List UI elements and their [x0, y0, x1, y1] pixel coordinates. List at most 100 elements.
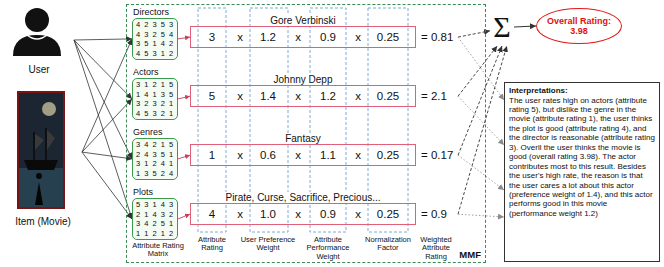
connector — [458, 96, 504, 145]
matrix-row: 1 1 2 1 2 — [133, 229, 177, 239]
factor-value: 5 — [192, 85, 232, 107]
matrix-title: Plots — [133, 186, 153, 198]
connector — [514, 26, 536, 27]
formula-row: Gore Verbinski3x1.2x0.9x0.25= 0.81 — [190, 13, 458, 48]
matrix-row: 3 4 2 1 5 — [133, 140, 177, 150]
axis-label: Attribute Rating Matrix — [128, 242, 188, 259]
formula-row: Johnny Depp5x1.4x1.2x0.25= 2.1 — [190, 72, 458, 107]
times-sign: x — [220, 85, 260, 107]
matrix-row: 3 1 2 1 5 — [133, 80, 177, 90]
matrix-row: 4 5 3 2 1 — [133, 109, 177, 119]
factor-value: 0.25 — [368, 26, 408, 48]
figure-node: Item (Movie) — [4, 90, 82, 228]
column-guides — [198, 8, 408, 232]
box-body: The user rates high on actors (attribute… — [509, 96, 655, 219]
connector — [82, 99, 132, 152]
rating-matrix: Actors3 1 2 1 51 4 1 3 53 2 3 2 14 5 3 2… — [132, 66, 178, 120]
poster-sea — [19, 168, 63, 207]
factor-value: 1.1 — [308, 144, 348, 166]
matrix-box: 3 4 2 1 52 4 3 5 13 1 2 4 11 3 5 2 4 — [132, 138, 178, 180]
user-icon — [13, 8, 61, 56]
times-sign: x — [220, 144, 260, 166]
axis-label: Attribute Performance Weight — [298, 236, 358, 261]
matrix-row: 3 5 1 4 2 — [133, 39, 177, 49]
times-sign: x — [220, 203, 260, 225]
matrix-title: Actors — [133, 66, 159, 78]
poster-sails — [35, 130, 55, 150]
interpretation-box: Interpretations:The user rates high on a… — [504, 82, 660, 262]
connector — [458, 214, 504, 217]
connector — [178, 96, 190, 99]
overall-rating: Overall Rating: 3.98 — [543, 16, 615, 37]
factor-value: 0.25 — [368, 85, 408, 107]
sum-symbol: Σ — [490, 8, 514, 46]
weighted-rating: = 2.1 — [421, 85, 447, 107]
rating-matrix: Genres3 4 2 1 52 4 3 5 13 1 2 4 11 3 5 2… — [132, 126, 178, 180]
factor-value: 0.9 — [308, 26, 348, 48]
connector — [458, 46, 507, 214]
axis-label: Normalization Factor — [362, 236, 414, 253]
rating-matrix: Plots5 3 1 4 32 1 4 3 23 4 2 5 11 1 2 1 … — [132, 186, 178, 240]
matrix-box: 4 2 3 5 34 3 2 5 43 5 1 4 24 5 3 1 2 — [132, 18, 178, 60]
row-title-wrap: Fantasy — [190, 131, 416, 145]
factor-value: 1 — [192, 144, 232, 166]
factor-value: 1.2 — [308, 85, 348, 107]
user-body — [13, 35, 61, 56]
factor-value: 0.6 — [248, 144, 288, 166]
matrix-row: 3 4 2 5 1 — [133, 219, 177, 229]
axis-label: User Preference Weight — [238, 236, 298, 253]
matrix-box: 5 3 1 4 32 1 4 3 23 4 2 5 11 1 2 1 2 — [132, 198, 178, 240]
figure-caption: Item (Movie) — [4, 216, 82, 228]
poster-frame — [17, 91, 65, 209]
times-sign: x — [278, 144, 318, 166]
connector — [74, 40, 132, 219]
times-sign: x — [278, 26, 318, 48]
connector — [74, 40, 132, 99]
attribute-name: Fantasy — [283, 133, 323, 144]
connector — [82, 152, 132, 219]
factor-value: 3 — [192, 26, 232, 48]
sum-glyph: Σ — [490, 8, 514, 46]
connector — [82, 39, 132, 152]
matrix-row: 3 1 2 4 1 — [133, 159, 177, 169]
row-title-wrap: Pirate, Curse, Sacrifice, Precious... — [190, 190, 416, 204]
factor-value: 0.25 — [368, 144, 408, 166]
connector — [458, 155, 504, 190]
frame-label: MMF — [459, 249, 481, 260]
poster-ship — [24, 160, 58, 170]
matrix-row: 2 1 4 3 2 — [133, 210, 177, 220]
times-sign: x — [220, 26, 260, 48]
connector — [458, 46, 497, 96]
matrix-row: 2 4 3 5 1 — [133, 150, 177, 160]
result-oval: Overall Rating: 3.98 — [536, 8, 622, 44]
factor-value: 1.4 — [248, 85, 288, 107]
attribute-name: Pirate, Curse, Sacrifice, Precious... — [223, 192, 382, 203]
matrix-row: 4 2 3 5 3 — [133, 20, 177, 30]
poster-sky — [19, 93, 63, 207]
times-sign: x — [338, 144, 378, 166]
axis-label: Weighted Attribute Rating — [416, 236, 456, 261]
connector — [178, 37, 190, 39]
matrix-row: 1 4 1 3 5 — [133, 90, 177, 100]
factor-value: 4 — [192, 203, 232, 225]
factor-value: 1.2 — [248, 26, 288, 48]
matrix-row: 5 3 1 4 3 — [133, 200, 177, 210]
connector — [74, 39, 132, 40]
attribute-name: Gore Verbinski — [268, 15, 338, 26]
times-sign: x — [338, 203, 378, 225]
factor-value: 1.0 — [248, 203, 288, 225]
times-sign: x — [338, 85, 378, 107]
poster-moon — [42, 102, 56, 116]
model-frame: MMFDirectors4 2 3 5 34 3 2 5 43 5 1 4 24… — [126, 4, 486, 263]
figure-caption: User — [4, 64, 74, 76]
matrix-row: 4 5 3 1 2 — [133, 49, 177, 59]
formula-row: Pirate, Curse, Sacrifice, Precious...4x1… — [190, 190, 458, 225]
times-sign: x — [278, 85, 318, 107]
weighted-rating: = 0.81 — [421, 26, 453, 48]
user-collar — [27, 35, 47, 39]
connector — [458, 37, 504, 100]
user-head — [25, 8, 49, 32]
weighted-rating: = 0.17 — [421, 144, 453, 166]
movie-poster: ​ — [17, 91, 65, 209]
